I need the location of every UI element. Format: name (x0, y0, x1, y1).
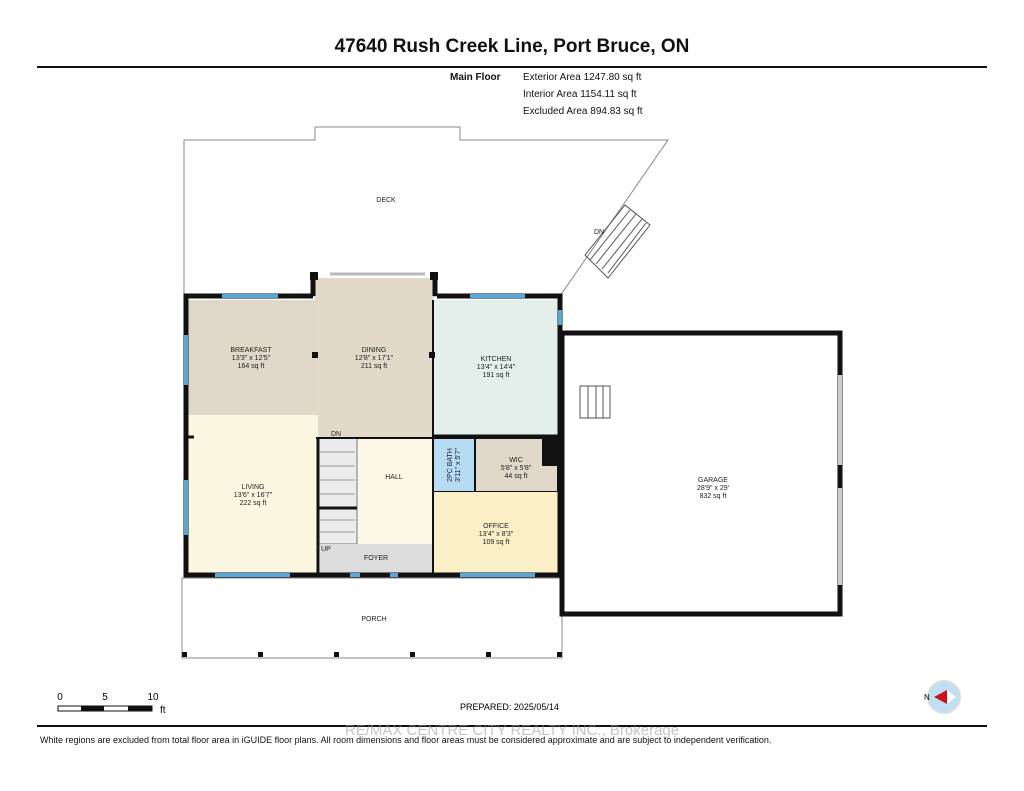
dining-dims: 12'8" x 17'1" (355, 355, 394, 362)
bath-dims: 3'11" x 5'7" (455, 447, 462, 481)
living-area: 222 sq ft (240, 500, 267, 507)
hall-name: HALL (385, 474, 403, 481)
room-living (188, 415, 318, 573)
kitchen-name: KITCHEN (481, 356, 512, 363)
deck-name: DECK (376, 197, 396, 204)
header-divider (37, 66, 987, 68)
room-office (433, 492, 558, 573)
prepared-date: PREPARED: 2025/05/14 (460, 702, 559, 712)
room-breakfast (188, 300, 315, 415)
porch-posts (182, 652, 562, 657)
wic-name: WIC (509, 457, 523, 464)
room-garage (559, 330, 843, 617)
room-dining (315, 278, 433, 438)
deck-stairs-label: DN (594, 229, 604, 236)
room-hall (357, 438, 433, 544)
excluded-area: Excluded Area 894.83 sq ft (523, 106, 643, 117)
office-area: 109 sq ft (483, 539, 510, 546)
interior-area: Interior Area 1154.11 sq ft (523, 89, 637, 100)
office-dims: 13'4" x 8'3" (479, 531, 514, 538)
page-title: 47640 Rush Creek Line, Port Bruce, ON (334, 36, 690, 57)
exterior-area: Exterior Area 1247.80 sq ft (523, 72, 642, 83)
scale-unit: ft (160, 705, 166, 716)
stair-treads (320, 451, 355, 533)
porch-outline (181, 577, 563, 659)
garage-dims: 28'9" x 29' (697, 485, 729, 492)
kitchen-dims: 13'4" x 14'4" (477, 364, 516, 371)
watermark: RE/MAX CENTRE CITY REALTY INC., Brokerag… (344, 722, 680, 739)
dining-area: 211 sq ft (361, 363, 387, 370)
scale-tick: 5 (102, 692, 108, 703)
wic-area: 44 sq ft (505, 473, 528, 480)
footer-divider (37, 725, 987, 727)
breakfast-name: BREAKFAST (230, 347, 272, 354)
dining-name: DINING (362, 347, 387, 354)
office-name: OFFICE (483, 523, 509, 530)
inside-stairs-dn-label: DN (331, 431, 341, 438)
scale-tick: 0 (57, 692, 63, 703)
room-foyer (320, 544, 433, 573)
breakfast-dims: 13'3" x 12'5" (232, 355, 271, 362)
scale-tick: 10 (147, 692, 159, 703)
deck-stairs (584, 204, 651, 279)
walls (183, 276, 563, 578)
compass-arrow-icon: N (924, 680, 961, 714)
floor-name: Main Floor (450, 72, 501, 83)
foyer-name: FOYER (364, 555, 388, 562)
living-name: LIVING (242, 484, 265, 491)
garage-stairs (579, 385, 611, 419)
garage-name: GARAGE (698, 477, 728, 484)
stairs (317, 437, 358, 545)
room-bath (432, 437, 476, 493)
kitchen-area: 191 sq ft (483, 372, 510, 379)
bath-name: 2PC BATH (447, 448, 454, 482)
room-kitchen (433, 300, 558, 436)
wic-dims: 5'8" x 5'8" (501, 465, 532, 472)
living-dims: 13'6" x 16'7" (234, 492, 273, 499)
breakfast-area: 164 sq ft (238, 363, 265, 370)
compass-label: N (924, 693, 930, 702)
garage-area: 832 sq ft (700, 493, 727, 500)
deck-outline (183, 126, 669, 297)
inside-stairs-up-label: UP (321, 546, 331, 553)
disclaimer: White regions are excluded from total fl… (40, 735, 772, 745)
porch-name: PORCH (361, 616, 386, 623)
scale-bar: 0 5 10 ft (57, 692, 166, 716)
